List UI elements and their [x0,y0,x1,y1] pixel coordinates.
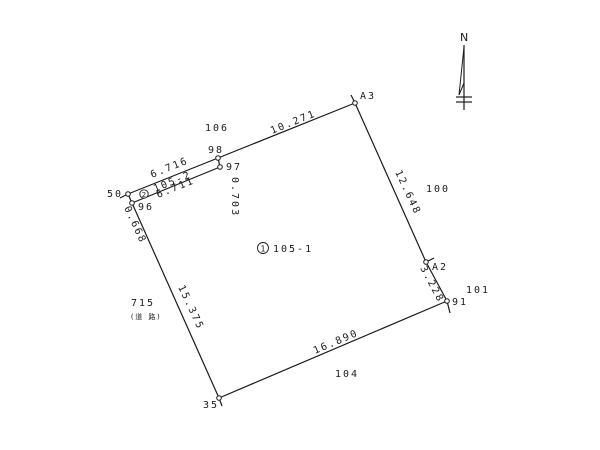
point-91-label: 91 [452,297,468,308]
lot-main-marker: 1 [260,245,265,254]
distance-a3-a2: 12.648 [392,169,422,217]
lot-main-number: 105-1 [273,244,313,255]
north-arrow: N [456,31,472,110]
lot-sliver-marker-circle [139,189,149,199]
neighbor-101: 101 [466,285,490,296]
neighbor-road-note: (道 路) [130,312,162,321]
point-35-label: 35 [203,400,219,411]
lot-main-marker-circle [257,242,269,254]
neighbor-100: 100 [426,184,450,195]
line-35-96 [131,202,220,399]
point-50-label: 50 [107,189,123,200]
distance-35-91: 16.890 [312,328,361,357]
distance-98-a3: 10.271 [269,109,318,137]
point-a3-marker [352,100,358,106]
distance-96-35: 15.375 [175,284,205,332]
point-96-marker [129,200,135,206]
line-91-35 [218,300,448,399]
point-91-marker [444,298,450,304]
neighbor-labels: 106 100 101 104 715 (道 路) [130,123,490,380]
point-labels: 98 97 50 96 A3 A2 91 35 [107,91,468,411]
line-a2-91 [425,261,448,302]
point-35-marker [216,395,222,401]
neighbor-104: 104 [335,369,359,380]
lot-sliver-marker: 2 [142,191,146,199]
distance-labels: 10.271 6.716 6.711 0.703 0.668 12.648 3.… [121,109,446,357]
point-96-label: 96 [138,202,154,213]
neighbor-715: 715 [131,298,155,309]
distance-97-98: 0.703 [229,177,240,217]
lot-main-id: 1 105-1 [257,242,313,255]
point-a2-marker [423,259,429,265]
point-a3-label: A3 [360,91,376,102]
north-label: N [460,31,468,44]
point-97-marker [217,164,223,170]
point-98-label: 98 [208,145,224,156]
point-a2-label: A2 [432,262,448,273]
line-50-98 [127,157,219,195]
point-98-marker [215,155,221,161]
north-arrow-head-icon [458,46,465,96]
neighbor-106: 106 [205,123,229,134]
point-97-label: 97 [226,162,242,173]
boundary-points [125,100,450,401]
line-a3-a2 [354,102,427,263]
line-98-a3 [217,102,356,159]
point-50-marker [125,191,131,197]
